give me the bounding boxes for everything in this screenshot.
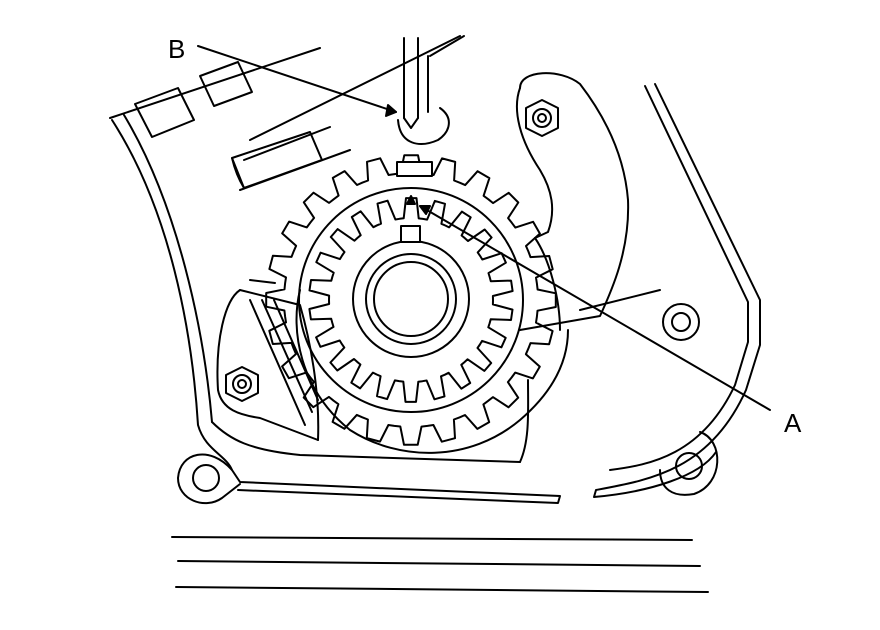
pump-housing	[295, 289, 569, 454]
gear-face	[298, 187, 524, 413]
left-mounting-lug	[177, 453, 241, 505]
callout-lines	[197, 45, 771, 411]
upper-cover-fragments	[109, 35, 461, 191]
pointer-rod	[403, 35, 465, 129]
callout-label-a: A	[784, 408, 802, 438]
sprocket-mark-a	[406, 195, 416, 205]
pointer-index-mark	[396, 161, 433, 177]
right-mounting-lug	[659, 431, 719, 496]
lower-left-bracket	[216, 279, 320, 441]
section-lines	[171, 536, 709, 593]
crankshaft-pulley-teeth	[308, 197, 514, 403]
callout-label-b: B	[168, 34, 186, 64]
pointer-bracket	[397, 107, 450, 145]
woodruff-key	[400, 225, 421, 243]
lower-left-bolt	[225, 366, 259, 402]
engine-block-outline	[111, 83, 761, 504]
upper-right-bolt	[525, 99, 559, 137]
timing-belt-sprocket	[265, 154, 557, 446]
guide-plate-right	[516, 72, 700, 341]
